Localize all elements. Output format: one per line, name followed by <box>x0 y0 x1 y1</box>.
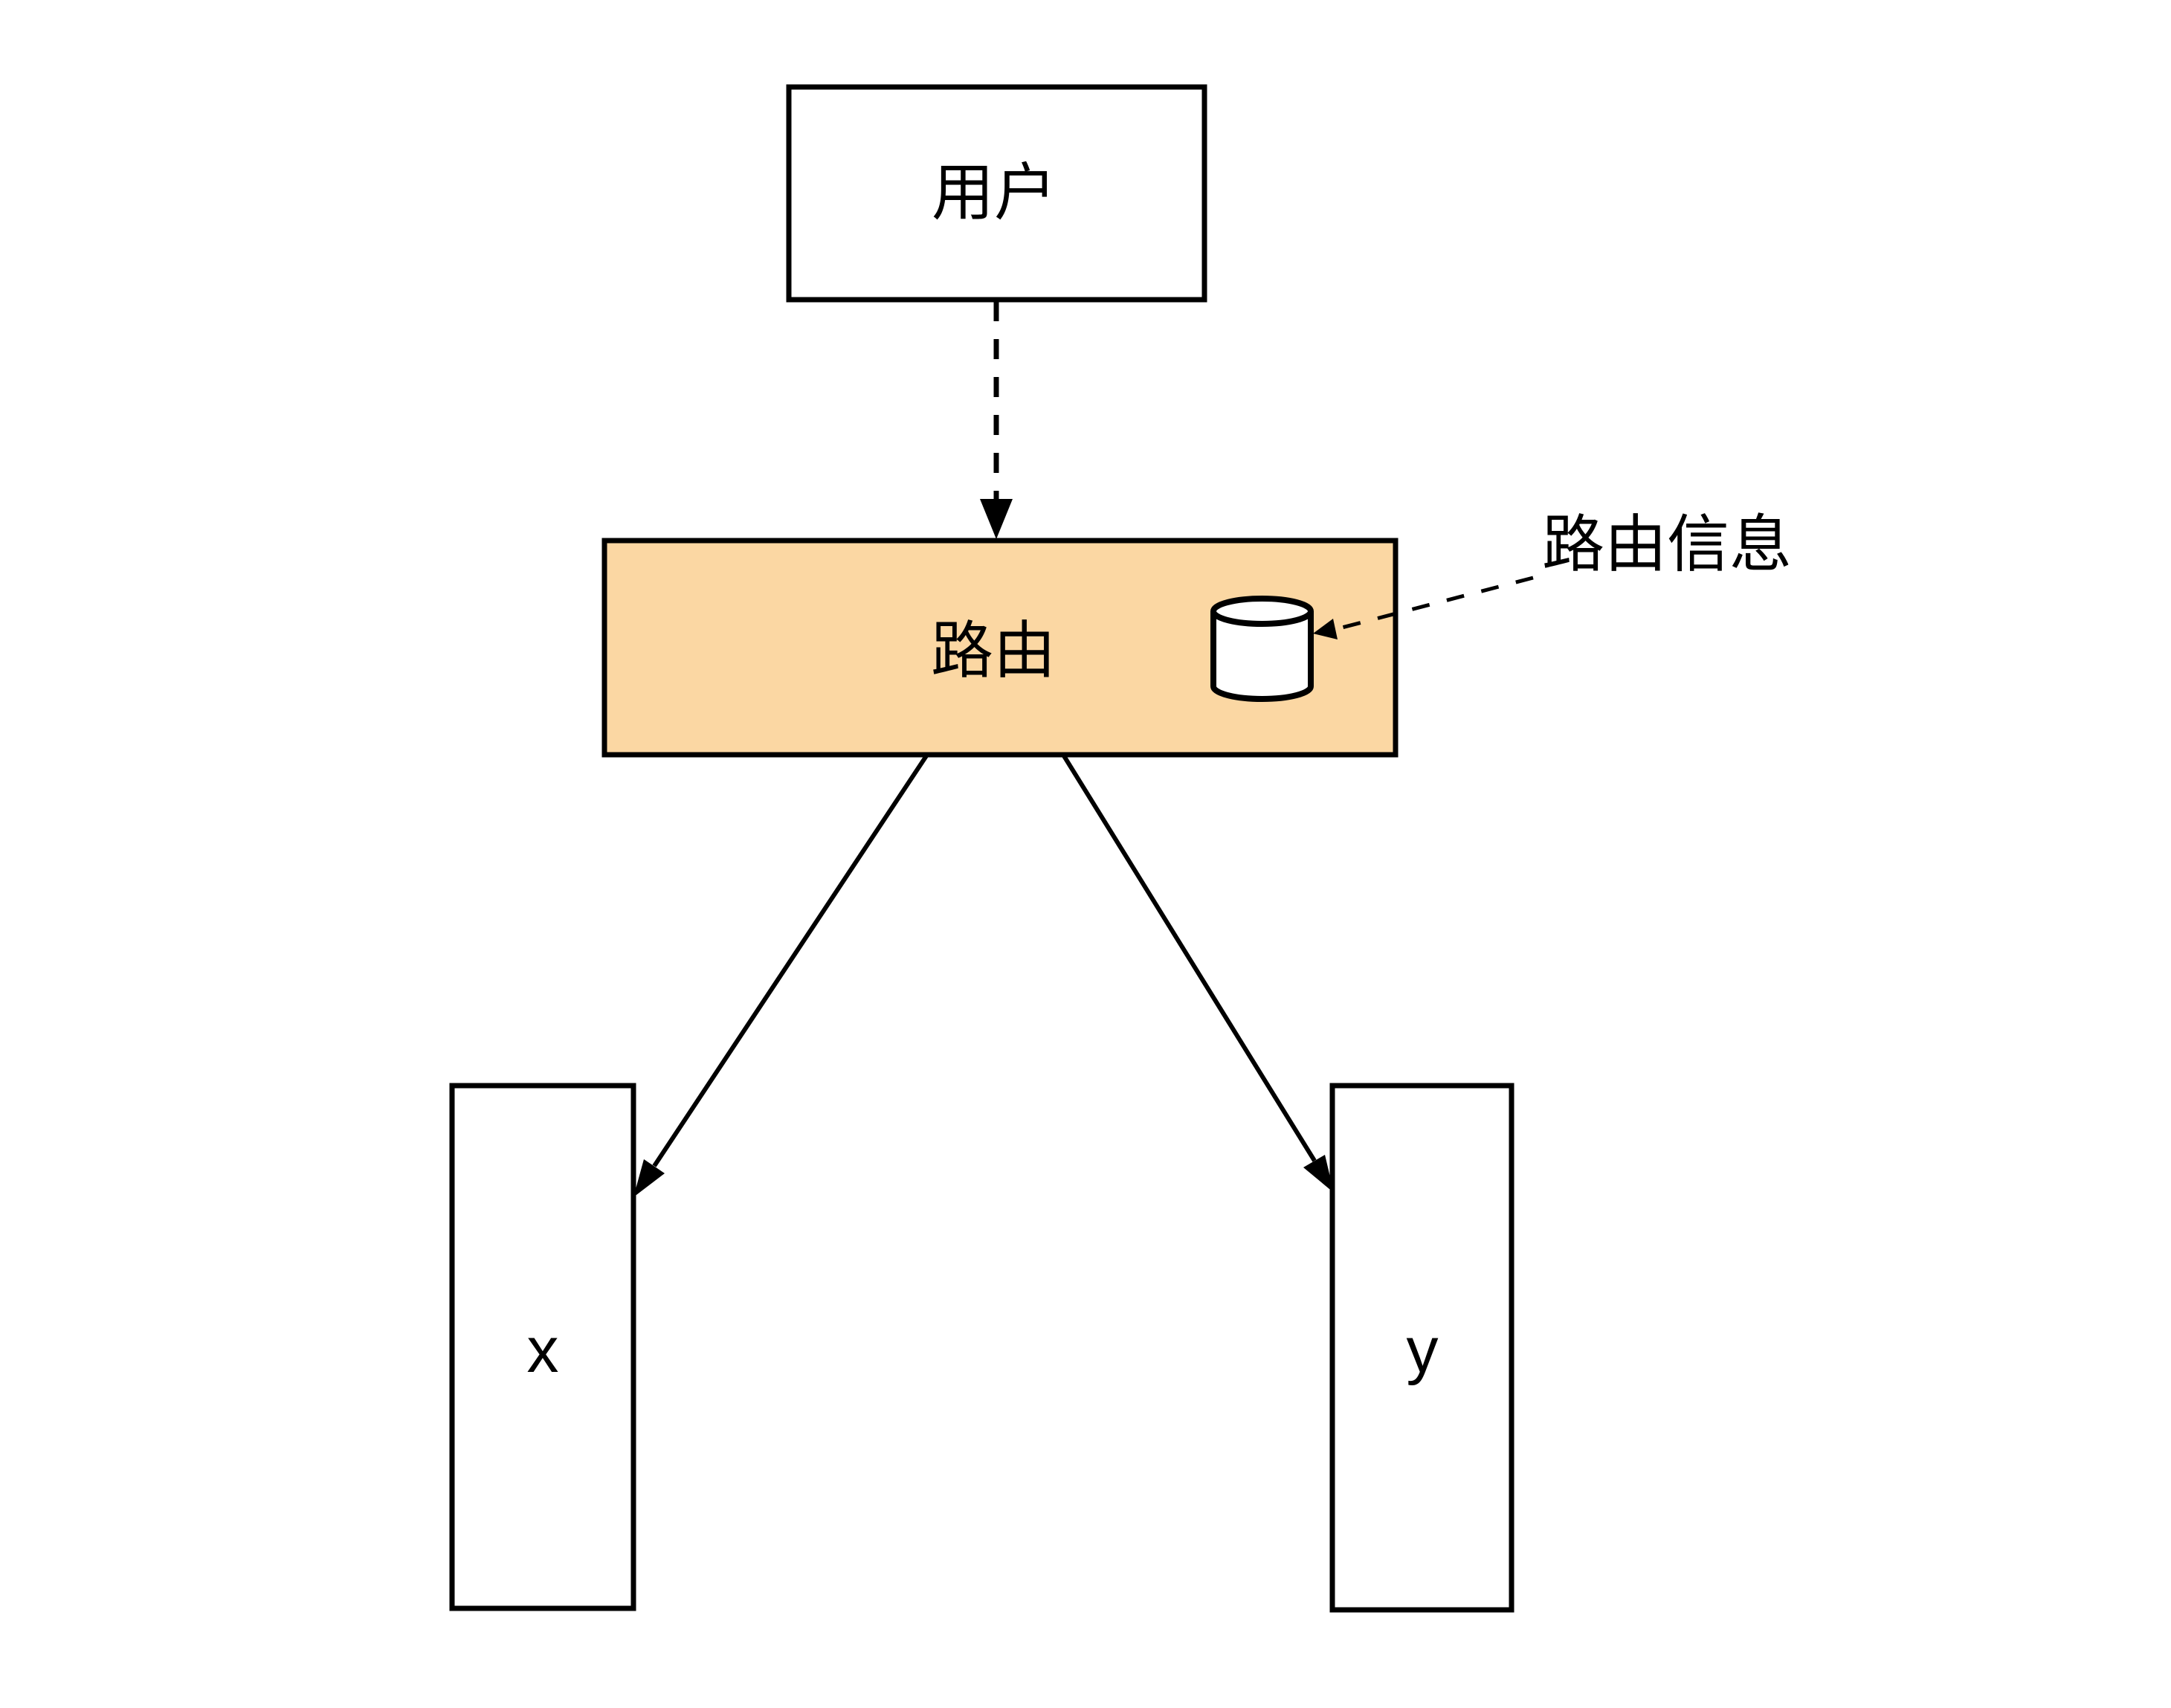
router-label: 路由 <box>931 616 1056 686</box>
y-box <box>1329 1083 1514 1613</box>
database-cylinder-rim <box>1210 610 1314 627</box>
user-box <box>786 84 1207 303</box>
router-to-y-arrowhead-icon <box>1303 1155 1334 1193</box>
router-to-y-arrow <box>1061 753 1334 1193</box>
x-box <box>449 1083 636 1611</box>
router-to-x-arrowhead-icon <box>633 1159 665 1197</box>
router-info-label: 路由信息 <box>1542 509 1792 579</box>
router-to-y-line <box>1061 753 1317 1162</box>
down-arrowhead-icon <box>980 499 1013 539</box>
user-to-router-arrow <box>980 301 1013 539</box>
info-to-database-arrow <box>1313 576 1534 639</box>
database-cylinder-body <box>1210 596 1314 702</box>
x-label: x <box>527 1315 559 1386</box>
left-arrowhead-icon <box>1313 619 1338 639</box>
y-label: y <box>1407 1315 1439 1386</box>
user-label: 用户 <box>932 158 1057 228</box>
router-to-x-line <box>652 753 929 1167</box>
router-to-x-arrow <box>633 753 929 1197</box>
database-cylinder-icon <box>1210 596 1314 702</box>
